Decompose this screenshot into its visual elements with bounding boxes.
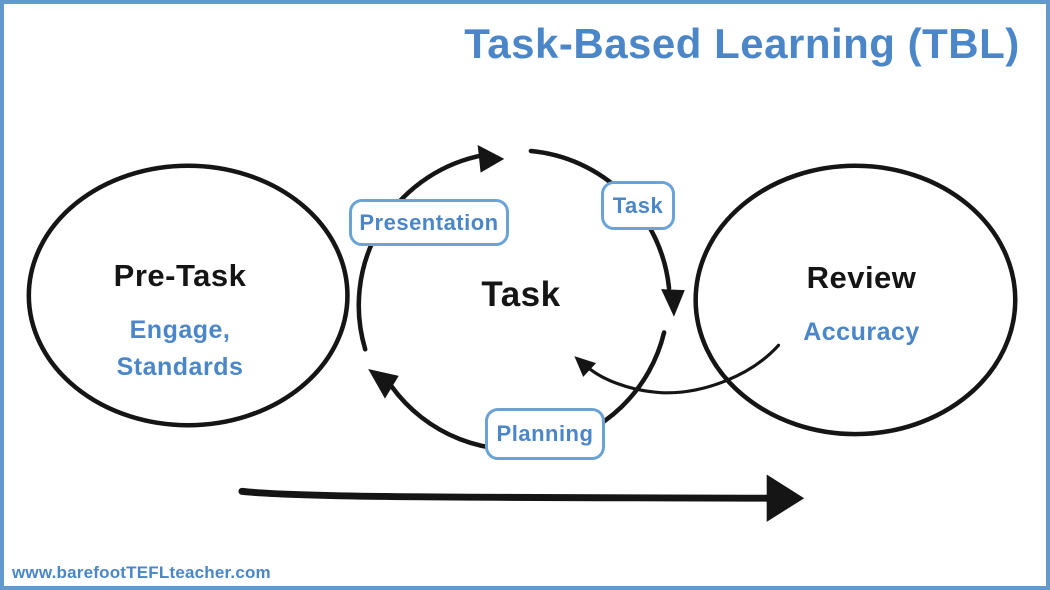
timeline-arrow — [238, 487, 773, 502]
cycle-center-label: Task — [481, 275, 561, 314]
review-title: Review — [806, 260, 917, 295]
cycle-arrowhead-right-icon — [661, 289, 685, 317]
step-box-task: Task — [601, 181, 675, 230]
step-label-planning: Planning — [496, 421, 594, 446]
review-ellipse — [693, 163, 1018, 437]
cycle-arrowhead-bottomleft-icon — [368, 368, 399, 399]
review-subtitle: Accuracy — [803, 318, 920, 346]
pre-task-title: Pre-Task — [113, 258, 247, 293]
review-feedback-arrowhead-icon — [574, 356, 597, 377]
review-feedback-arrow — [583, 343, 781, 395]
page-title: Task-Based Learning (TBL) — [464, 20, 1020, 67]
cycle-arc-left — [356, 152, 487, 352]
website-url: www.barefootTEFLteacher.com — [12, 563, 271, 582]
step-box-presentation: Presentation — [349, 199, 509, 246]
pre-task-ellipse — [26, 163, 350, 428]
step-box-planning: Planning — [485, 408, 605, 460]
cycle-arrowhead-top-icon — [477, 145, 505, 173]
step-label-presentation: Presentation — [359, 209, 499, 235]
pre-task-subtitle: Engage, Standards — [116, 316, 244, 381]
step-label-task: Task — [612, 192, 664, 218]
timeline-arrowhead-icon — [766, 474, 805, 522]
